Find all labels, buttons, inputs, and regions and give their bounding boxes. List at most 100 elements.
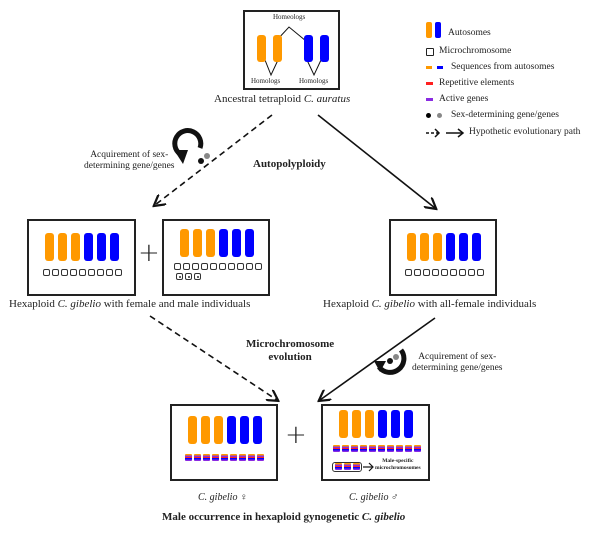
evolved-microchromosome xyxy=(203,454,210,461)
middle-left-male-box xyxy=(162,219,270,296)
solid-path-to-bottom xyxy=(320,317,436,400)
microchromosome-icon xyxy=(426,48,434,56)
evolved-microchromosome xyxy=(333,445,340,452)
microchromosome xyxy=(192,263,199,270)
middle-right-caption: Hexaploid C. gibelio with all-female ind… xyxy=(323,298,537,310)
microchromosome xyxy=(423,269,430,276)
evolved-microchromosome xyxy=(351,445,358,452)
autosome-blue xyxy=(391,410,400,438)
evolved-microchromosome xyxy=(414,445,421,452)
autosome-blue xyxy=(472,233,481,261)
microchromosome xyxy=(246,263,253,270)
autosome-blue xyxy=(245,229,254,257)
evolved-microchromosome xyxy=(248,454,255,461)
autosome-orange xyxy=(273,35,282,62)
microchromosome xyxy=(255,263,262,270)
microchromosome xyxy=(405,269,412,276)
evolved-microchromosome xyxy=(185,454,192,461)
autosome-orange xyxy=(188,416,197,444)
evolved-microchromosome xyxy=(342,445,349,452)
active-genes-icon xyxy=(426,98,433,101)
microchromosome xyxy=(432,269,439,276)
microchromosome xyxy=(459,269,466,276)
microchromosome xyxy=(97,269,104,276)
evolved-microchromosome xyxy=(194,454,201,461)
autosome-orange xyxy=(201,416,210,444)
evolved-microchromosome xyxy=(360,445,367,452)
repetitive-elements-icon xyxy=(426,82,433,85)
evolved-microchromosome xyxy=(230,454,237,461)
autosome-orange xyxy=(365,410,374,438)
autosome-orange xyxy=(193,229,202,257)
autosome-orange xyxy=(45,233,54,261)
male-specific-arrow-icon xyxy=(363,462,374,472)
plus-sign-middle: + xyxy=(138,238,160,268)
autosome-blue xyxy=(232,229,241,257)
evolved-microchromosome xyxy=(212,454,219,461)
acquirement-annotation-upper: Acquirement of sex- determining gene/gen… xyxy=(84,150,175,171)
homeologs-label: Homeologs xyxy=(273,13,306,21)
autosome-orange xyxy=(352,410,361,438)
male-specific-label: Male-specific microchromosomes xyxy=(375,458,421,471)
microchromosome xyxy=(201,263,208,270)
autosome-sequences-icon xyxy=(426,66,432,69)
sex-microchromosome xyxy=(185,273,192,280)
evolved-microchromosome xyxy=(405,445,412,452)
acquirement-annotation-lower: Acquirement of sex- determining gene/gen… xyxy=(412,352,503,373)
male-caption: C. gibelio ♂ xyxy=(349,492,399,503)
autosome-blue xyxy=(446,233,455,261)
microchromosome xyxy=(43,269,50,276)
autosome-orange xyxy=(214,416,223,444)
sex-microchromosome xyxy=(176,273,183,280)
middle-left-female-box xyxy=(27,219,136,296)
autosome-orange xyxy=(206,229,215,257)
homologs-left-label: Homologs xyxy=(251,77,281,85)
middle-left-caption: Hexaploid C. gibelio with female and mal… xyxy=(9,298,251,310)
microchromosome xyxy=(414,269,421,276)
microchromosome xyxy=(441,269,448,276)
homologs-right-label: Homologs xyxy=(299,77,329,85)
microchromosome xyxy=(237,263,244,270)
ancestral-caption: Ancestral tetraploid C. auratus xyxy=(214,93,351,105)
evolved-microchromosome xyxy=(239,454,246,461)
microchromosome xyxy=(52,269,59,276)
bottom-title: Male occurrence in hexaploid gynogenetic… xyxy=(162,511,406,523)
path-arrows-icon xyxy=(426,128,465,138)
evolved-microchromosome xyxy=(396,445,403,452)
ancestral-tetraploid-box: Homeologs Homologs Homologs xyxy=(243,10,340,90)
microchromosome xyxy=(61,269,68,276)
microchromosome xyxy=(70,269,77,276)
microchromosome xyxy=(450,269,457,276)
microchromosome xyxy=(219,263,226,270)
autosome-orange xyxy=(58,233,67,261)
autopolyploidy-label: Autopolyploidy xyxy=(253,158,326,170)
microchromosome xyxy=(88,269,95,276)
autosome-blue xyxy=(240,416,249,444)
autosome-sequences-icon xyxy=(437,66,443,69)
autosome-orange xyxy=(180,229,189,257)
autosome-blue xyxy=(84,233,93,261)
evolved-microchromosome xyxy=(257,454,264,461)
microchromosome xyxy=(228,263,235,270)
microchromosome xyxy=(477,269,484,276)
autosome-orange xyxy=(407,233,416,261)
autosome-orange xyxy=(339,410,348,438)
autosome-orange xyxy=(257,35,266,62)
microchromosome xyxy=(115,269,122,276)
microchromosome xyxy=(106,269,113,276)
autosome-blue xyxy=(404,410,413,438)
autosome-blue xyxy=(253,416,262,444)
solid-path-to-middle-right xyxy=(317,114,435,208)
autosome-orange xyxy=(71,233,80,261)
autosome-pair-icon xyxy=(426,22,432,38)
acquirement-curved-arrow-icon-lower xyxy=(374,348,407,375)
autosome-blue xyxy=(110,233,119,261)
male-specific-microchromosome xyxy=(335,463,342,470)
evolved-microchromosome xyxy=(378,445,385,452)
microchromosome xyxy=(174,263,181,270)
microchromosome xyxy=(210,263,217,270)
dashed-path-to-bottom xyxy=(149,315,277,400)
autosome-blue xyxy=(304,35,313,62)
sex-microchromosome xyxy=(194,273,201,280)
